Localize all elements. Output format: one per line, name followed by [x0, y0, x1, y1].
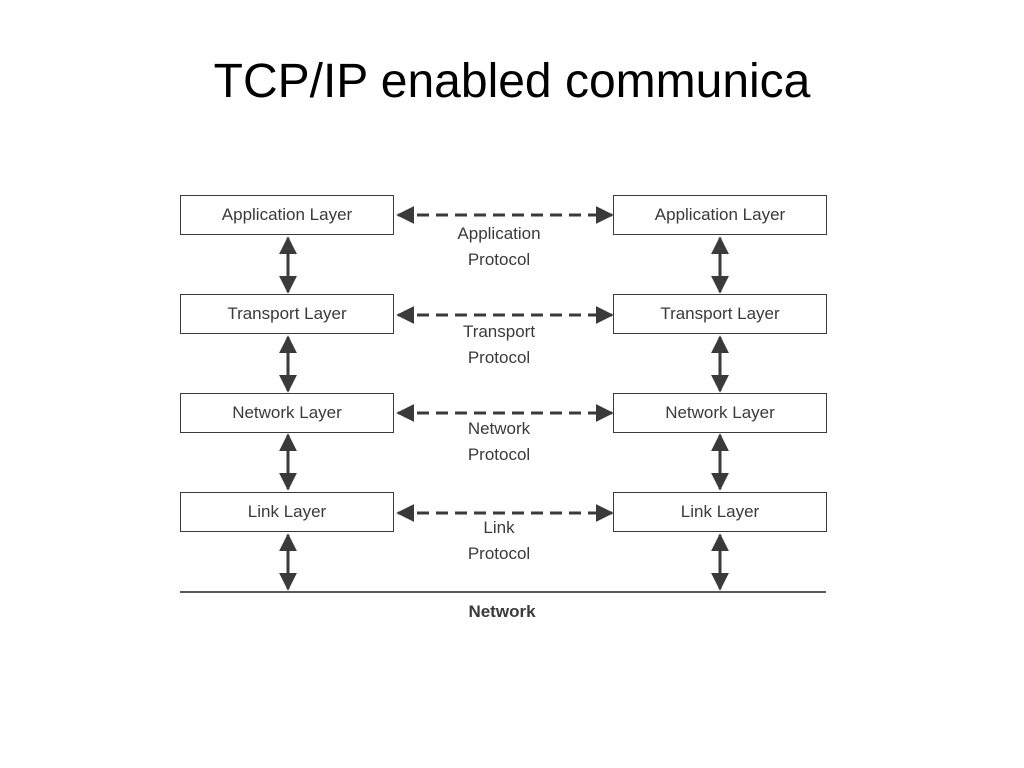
slide-title: TCP/IP enabled communica	[213, 55, 811, 108]
protocol-label-line: Protocol	[467, 445, 531, 464]
left-link-layer: Link Layer	[180, 492, 394, 532]
protocol-label-line: Protocol	[467, 250, 531, 269]
left-transport-layer: Transport Layer	[180, 294, 394, 334]
protocol-label-line: Link	[483, 518, 515, 537]
right-link-layer: Link Layer	[613, 492, 827, 532]
protocol-label-line: Network	[467, 419, 531, 438]
right-network-layer: Network Layer	[613, 393, 827, 433]
left-network-layer: Network Layer	[180, 393, 394, 433]
network-protocol-label: Network Protocol	[429, 416, 569, 468]
left-application-layer: Application Layer	[180, 195, 394, 235]
link-protocol-label: Link Protocol	[429, 515, 569, 567]
protocol-label-line: Application	[457, 224, 541, 243]
protocol-label-line: Transport	[462, 322, 536, 341]
protocol-label-line: Protocol	[467, 348, 531, 367]
application-protocol-label: Application Protocol	[429, 221, 569, 273]
network-label: Network	[468, 602, 536, 621]
transport-protocol-label: Transport Protocol	[429, 319, 569, 371]
right-application-layer: Application Layer	[613, 195, 827, 235]
right-transport-layer: Transport Layer	[613, 294, 827, 334]
protocol-label-line: Protocol	[467, 544, 531, 563]
